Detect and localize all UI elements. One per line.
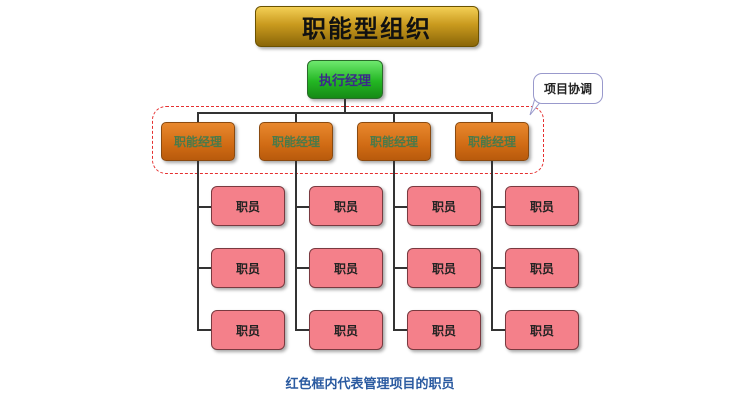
connector-line <box>295 112 297 122</box>
staff-box: 职员 <box>505 186 579 226</box>
page-title: 职能型组织 <box>255 6 479 47</box>
connector-line <box>197 206 211 208</box>
connector-line <box>393 161 395 330</box>
connector-line <box>491 206 505 208</box>
staff-box: 职员 <box>505 310 579 350</box>
staff-box: 职员 <box>505 248 579 288</box>
staff-box: 职员 <box>211 186 285 226</box>
functional-manager-box: 职能经理 <box>357 122 431 161</box>
connector-line <box>491 329 505 331</box>
connector-line <box>295 161 297 330</box>
connector-line <box>491 112 493 122</box>
connector-line <box>197 267 211 269</box>
connector-line <box>295 267 309 269</box>
connector-line <box>197 112 493 114</box>
connector-line <box>295 329 309 331</box>
functional-manager-box: 职能经理 <box>455 122 529 161</box>
connector-line <box>393 206 407 208</box>
project-coordination-frame <box>152 106 544 174</box>
staff-box: 职员 <box>309 186 383 226</box>
staff-box: 职员 <box>309 248 383 288</box>
connector-line <box>491 267 505 269</box>
connector-line <box>393 329 407 331</box>
staff-box: 职员 <box>211 248 285 288</box>
connector-line <box>197 329 211 331</box>
staff-box: 职员 <box>407 248 481 288</box>
connector-line <box>197 112 199 122</box>
project-coordination-callout: 项目协调 <box>533 73 603 104</box>
staff-box: 职员 <box>211 310 285 350</box>
executive-manager-box: 执行经理 <box>307 60 383 99</box>
connector-line <box>393 112 395 122</box>
staff-box: 职员 <box>407 310 481 350</box>
diagram-caption: 红色框内代表管理项目的职员 <box>285 376 455 392</box>
functional-manager-box: 职能经理 <box>161 122 235 161</box>
connector-line <box>491 161 493 330</box>
functional-manager-box: 职能经理 <box>259 122 333 161</box>
connector-line <box>295 206 309 208</box>
connector-line <box>393 267 407 269</box>
staff-box: 职员 <box>309 310 383 350</box>
staff-box: 职员 <box>407 186 481 226</box>
connector-line <box>197 161 199 330</box>
